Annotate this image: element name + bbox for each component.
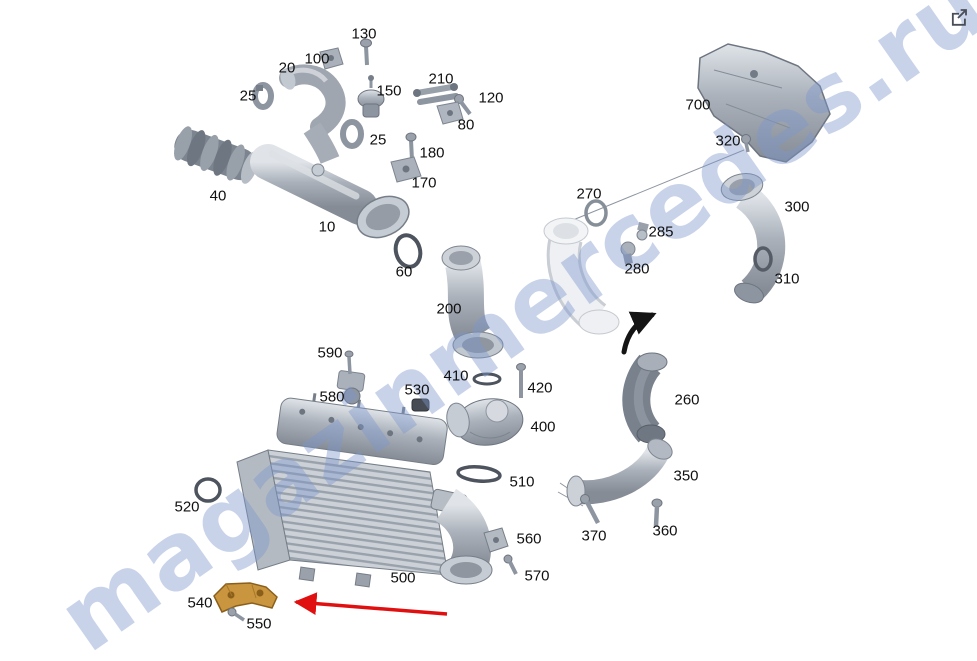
part-320-bolt [741, 134, 751, 153]
part-540-bracket-highlighted [213, 582, 278, 613]
part-25-clamp-middle [340, 119, 364, 149]
part-420-bolt [516, 363, 526, 398]
part-180-bolt [405, 132, 417, 161]
part-150-mount [357, 75, 385, 118]
part-270-o-ring [584, 199, 608, 227]
part-130-bolt [360, 38, 372, 66]
part-410-seal-ring [472, 372, 502, 386]
part-170-bracket [390, 156, 422, 183]
part-590-bolt [344, 350, 354, 375]
part-60-seal-ring [393, 233, 423, 269]
part-550-bolt [227, 607, 245, 622]
part-700-heat-shield [697, 43, 831, 163]
part-560-bracket [483, 527, 509, 553]
part-260-hose [622, 352, 668, 444]
part-360-bolt [651, 498, 663, 527]
part-370-bolt [580, 494, 600, 525]
part-10-intake-pipe [250, 122, 410, 239]
part-285-plug [636, 221, 649, 241]
external-link-icon[interactable] [948, 6, 970, 28]
part-25-clamp-left [252, 82, 274, 110]
part-100-bracket [319, 47, 344, 70]
part-300-downpipe [720, 173, 786, 304]
part-20-charge-pipe [279, 64, 346, 137]
part-500-intercooler [236, 393, 493, 588]
part-510-seal-ring [456, 465, 502, 483]
part-40-corrugated-hose [174, 126, 259, 184]
part-80-bracket [436, 101, 464, 125]
part-280-sensor [620, 241, 636, 265]
part-210-linkage [413, 83, 459, 105]
part-200-intake-elbow [441, 245, 504, 359]
part-120-bolt [454, 94, 472, 116]
part-570-bolt [503, 554, 518, 575]
part-400-throttle-actuator [446, 398, 524, 446]
part-310-o-ring [753, 246, 773, 272]
part-530-cap [411, 398, 430, 412]
part-520-seal-ring [194, 477, 222, 503]
ghost-pipe [543, 217, 620, 335]
part-580-sensor [336, 370, 366, 405]
